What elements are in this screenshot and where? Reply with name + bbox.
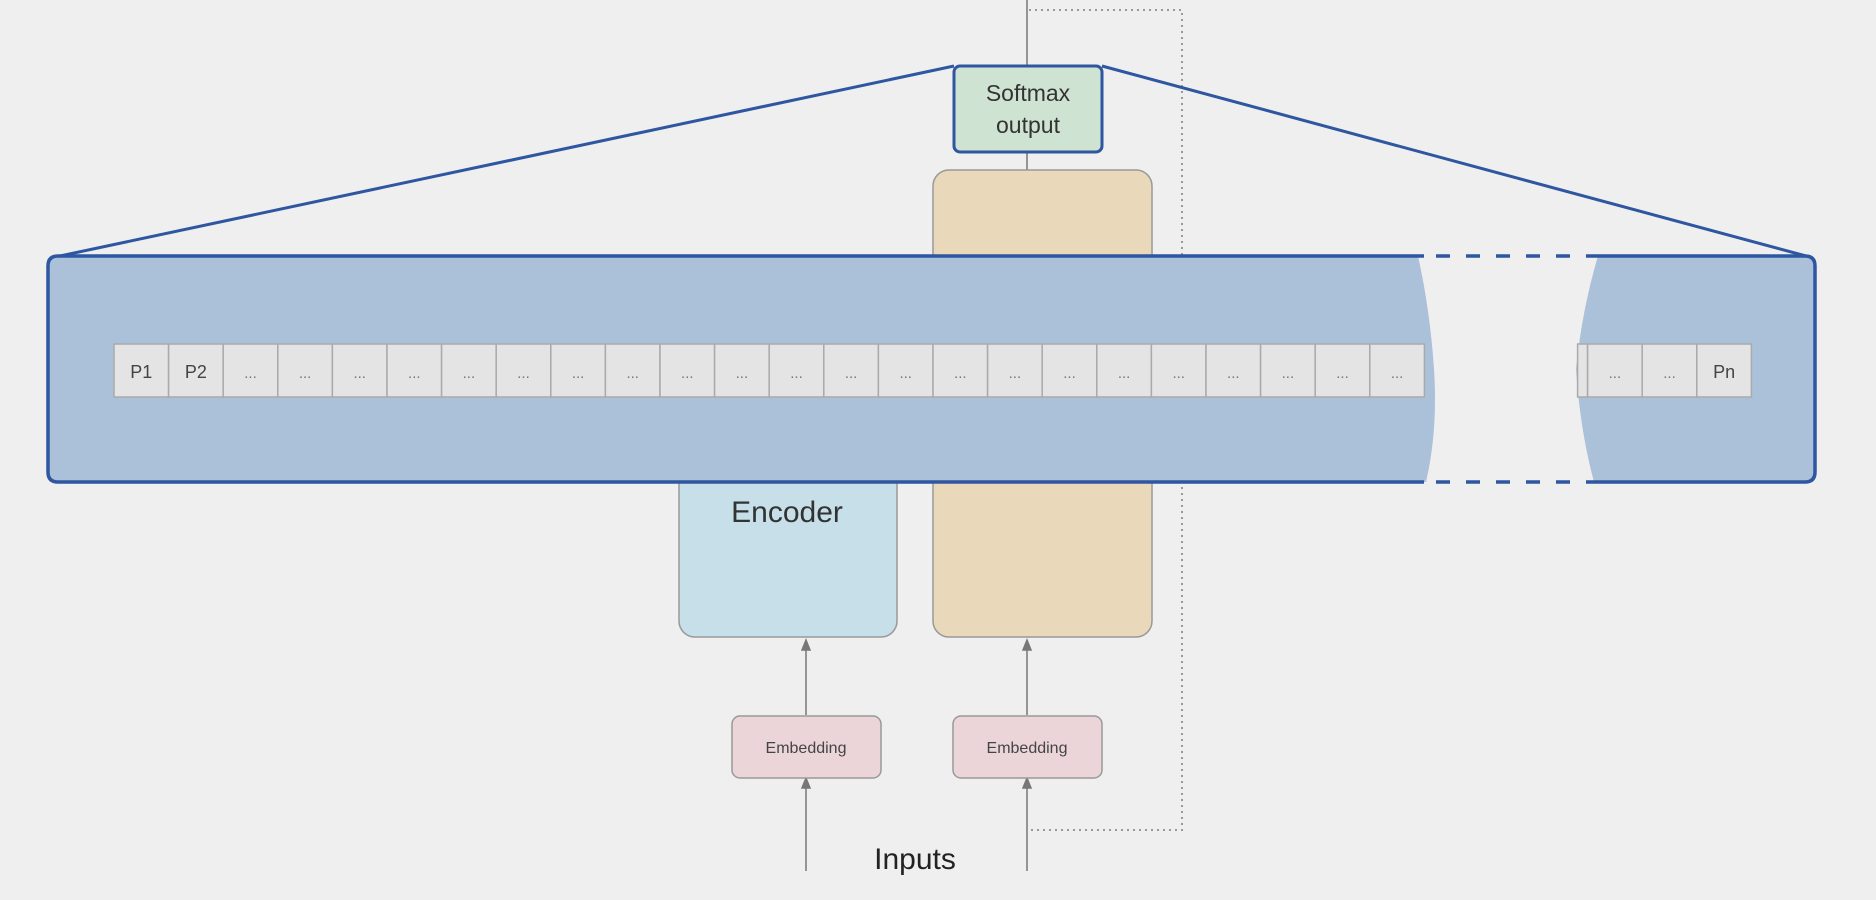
inputs-label: Inputs bbox=[874, 843, 956, 876]
sequence-cell: ... bbox=[222, 343, 279, 398]
sequence-cells-left: P1 P2....................................… bbox=[113, 343, 1426, 398]
sequence-cell-label: ... bbox=[626, 365, 639, 382]
sequence-cell-label: ... bbox=[681, 365, 694, 382]
sequence-cell: ... bbox=[659, 343, 716, 398]
sequence-cell-label: ... bbox=[572, 365, 585, 382]
sequence-cell-label: ... bbox=[1063, 365, 1076, 382]
sequence-cell-label: P2 bbox=[185, 362, 207, 382]
sequence-cell: ... bbox=[877, 343, 934, 398]
embedding-left: Embedding bbox=[731, 715, 882, 779]
sequence-cell: P2 bbox=[167, 343, 224, 398]
sequence-cell-label: ... bbox=[517, 365, 530, 382]
arrow-head-icon bbox=[1021, 775, 1033, 789]
sequence-cell: ... bbox=[495, 343, 552, 398]
sequence-cell: ... bbox=[604, 343, 661, 398]
sequence-cell: ... bbox=[331, 343, 388, 398]
sequence-cell-label: ... bbox=[299, 365, 312, 382]
sequence-cell: ... bbox=[1205, 343, 1262, 398]
arrow-head-icon bbox=[800, 775, 812, 789]
zoom-line-left bbox=[59, 64, 955, 258]
embedding-right-label: Embedding bbox=[987, 740, 1068, 757]
sequence-cell-label: ... bbox=[954, 365, 967, 382]
sequence-cell: ... bbox=[1150, 343, 1207, 398]
sequence-cell-label: ... bbox=[408, 365, 421, 382]
sequence-cell: ... bbox=[1041, 343, 1098, 398]
sequence-cell: ... bbox=[1259, 343, 1316, 398]
sequence-cell: ... bbox=[1641, 343, 1698, 398]
embedding-left-label: Embedding bbox=[766, 740, 847, 757]
sequence-cell-label: ... bbox=[1609, 365, 1622, 382]
sequence-cell-label: ... bbox=[463, 365, 476, 382]
sequence-cell bbox=[1576, 343, 1589, 398]
softmax-output-box: Softmax output bbox=[952, 64, 1104, 154]
sequence-cell-label: ... bbox=[790, 365, 803, 382]
sequence-cell-label: P1 bbox=[130, 362, 152, 382]
sequence-cell: ... bbox=[1586, 343, 1643, 398]
sequence-cell: ... bbox=[1369, 343, 1426, 398]
sequence-cell: ... bbox=[768, 343, 825, 398]
sequence-cell: ... bbox=[386, 343, 443, 398]
sequence-cell: ... bbox=[440, 343, 497, 398]
sequence-cell-label: ... bbox=[244, 365, 257, 382]
sequence-cell-label: ... bbox=[1118, 365, 1131, 382]
arrow-head-icon bbox=[1021, 637, 1033, 651]
sequence-cell-label: ... bbox=[1172, 365, 1185, 382]
sequence-cell: ... bbox=[277, 343, 334, 398]
sequence-cell: Pn bbox=[1696, 343, 1753, 398]
softmax-line1: Softmax bbox=[986, 80, 1071, 106]
sequence-cell-label: ... bbox=[1227, 365, 1240, 382]
zoom-line-right bbox=[1101, 64, 1807, 258]
sequence-cell-label: ... bbox=[1336, 365, 1349, 382]
probability-band: P1 P2....................................… bbox=[46, 254, 1817, 484]
sequence-cell-label: ... bbox=[845, 365, 858, 382]
sequence-cell-label: ... bbox=[1391, 365, 1404, 382]
embedding-right: Embedding bbox=[952, 715, 1103, 779]
encoder-label: Encoder bbox=[731, 496, 843, 529]
sequence-cells-right: ...... Pn bbox=[1576, 343, 1753, 398]
sequence-cell-label: ... bbox=[899, 365, 912, 382]
sequence-cell: ... bbox=[986, 343, 1043, 398]
sequence-cell: ... bbox=[823, 343, 880, 398]
arrows bbox=[800, 637, 1033, 871]
sequence-cell: P1 bbox=[113, 343, 170, 398]
sequence-cell-label: ... bbox=[1282, 365, 1295, 382]
sequence-cell: ... bbox=[1096, 343, 1153, 398]
arrow-head-icon bbox=[800, 637, 812, 651]
sequence-cell-label: Pn bbox=[1713, 362, 1735, 382]
sequence-cell: ... bbox=[713, 343, 770, 398]
sequence-cell: ... bbox=[550, 343, 607, 398]
sequence-cell-label: ... bbox=[1009, 365, 1022, 382]
sequence-cell-label: ... bbox=[1663, 365, 1676, 382]
softmax-line2: output bbox=[996, 112, 1061, 138]
sequence-cell: ... bbox=[932, 343, 989, 398]
sequence-cell: ... bbox=[1314, 343, 1371, 398]
sequence-cell-label: ... bbox=[353, 365, 366, 382]
sequence-cell-label: ... bbox=[736, 365, 749, 382]
